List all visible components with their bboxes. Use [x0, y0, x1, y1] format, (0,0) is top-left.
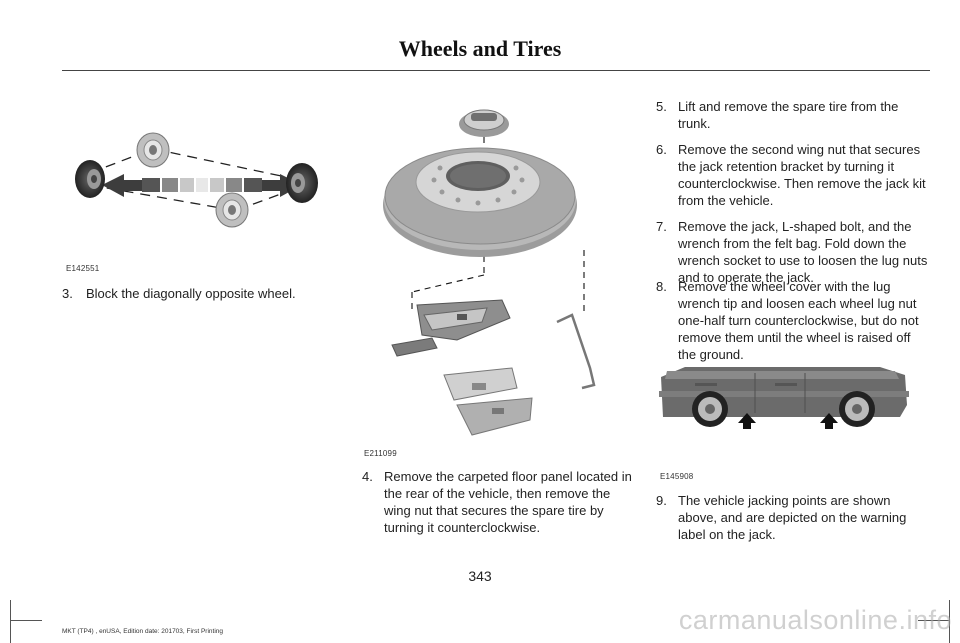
step-number: 4. — [362, 469, 373, 484]
footer-edition-info: MKT (TP4) , enUSA, Edition date: 201703,… — [62, 628, 224, 635]
spare-tire-icon — [383, 147, 577, 257]
tire-front-left-icon — [75, 160, 105, 198]
crop-mark-left-vertical — [10, 600, 11, 643]
step-number: 6. — [656, 142, 667, 157]
front-jacking-point-arrow-icon — [738, 413, 756, 429]
step-text: The vehicle jacking points are shown abo… — [678, 493, 907, 542]
spare-tire-jack-kit-illustration — [383, 109, 596, 436]
step-text: Remove the carpeted floor panel located … — [384, 469, 632, 535]
step-text: Block the diagonally opposite wheel. — [86, 286, 296, 301]
double-arrow-bar — [102, 174, 302, 197]
tire-rear-right-icon — [286, 163, 318, 203]
step-text: Remove the wheel cover with the lug wren… — [678, 279, 919, 362]
chocked-wheel-top-icon — [136, 132, 170, 168]
step-number: 5. — [656, 99, 667, 114]
step-9: 9. The vehicle jacking points are shown … — [656, 492, 928, 543]
wrench-socket-icon — [443, 367, 533, 436]
header-rule — [62, 70, 930, 71]
step-number: 3. — [62, 286, 73, 301]
chocked-wheel-bottom-icon — [215, 192, 249, 228]
crop-mark-left-horizontal — [10, 620, 42, 621]
step-4: 4. Remove the carpeted floor panel locat… — [362, 468, 634, 536]
page-title: Wheels and Tires — [398, 36, 562, 61]
step-text: Remove the jack, L-shaped bolt, and the … — [678, 219, 928, 285]
step-number: 7. — [656, 219, 667, 234]
figure-code-chock: E142551 — [66, 264, 100, 273]
step-text: Remove the second wing nut that secures … — [678, 142, 926, 208]
page-number: 343 — [468, 568, 492, 584]
step-7: 7. Remove the jack, L-shaped bolt, and t… — [656, 218, 928, 286]
front-wheel-icon — [692, 391, 728, 427]
crop-mark-right-horizontal — [918, 620, 950, 621]
jack-icon — [391, 299, 511, 357]
figure-code-car: E145908 — [660, 472, 694, 481]
vehicle-jacking-points-illustration — [659, 367, 909, 429]
step-3: 3. Block the diagonally opposite wheel. — [62, 285, 332, 302]
step-6: 6. Remove the second wing nut that secur… — [656, 141, 928, 209]
step-number: 9. — [656, 493, 667, 508]
step-8: 8. Remove the wheel cover with the lug w… — [656, 278, 928, 363]
wheel-chock-illustration — [75, 132, 318, 228]
wing-nut-icon — [459, 109, 509, 137]
step-number: 8. — [656, 279, 667, 294]
step-5: 5. Lift and remove the spare tire from t… — [656, 98, 928, 132]
rear-jacking-point-arrow-icon — [820, 413, 838, 429]
crop-mark-right-vertical — [949, 600, 950, 643]
rear-wheel-icon — [839, 391, 875, 427]
figure-code-spare: E211099 — [364, 449, 397, 458]
step-text: Lift and remove the spare tire from the … — [678, 99, 899, 131]
l-shaped-bolt-icon — [556, 313, 596, 390]
watermark-text: carmanualsonline.info — [678, 605, 952, 635]
